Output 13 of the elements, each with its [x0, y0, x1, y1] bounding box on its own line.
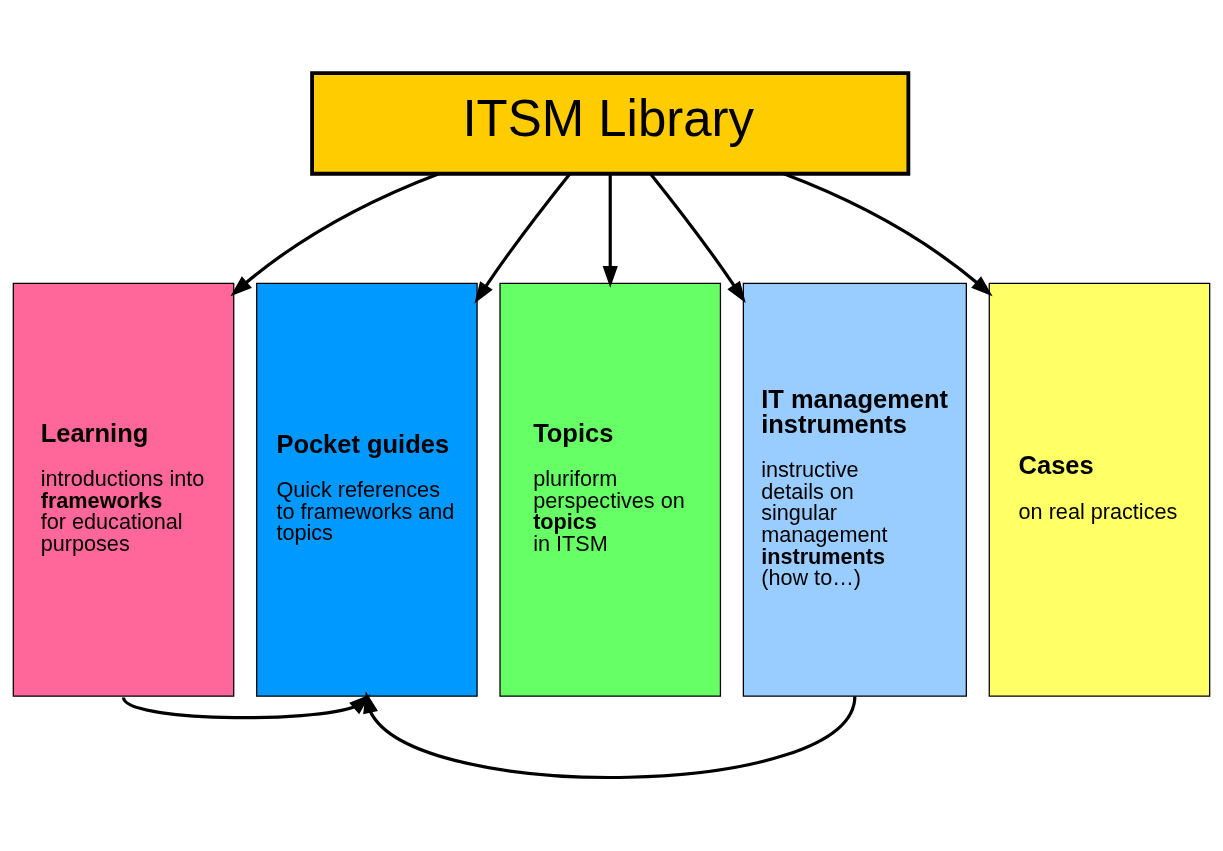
arrow	[783, 172, 993, 297]
node-box: Cases on real practices	[988, 282, 1211, 697]
node-box: Pocket guides Quick references to frameworks and topics	[256, 282, 478, 697]
arrow	[474, 172, 571, 304]
arrow	[122, 694, 371, 720]
arrow	[649, 172, 746, 304]
arrow	[363, 691, 857, 779]
node-box: ITSM Library	[310, 71, 911, 176]
arrow	[602, 173, 618, 288]
node-box: Learning introductions into frameworks for educational purposes	[12, 282, 235, 697]
node-box: IT management instruments instructive details on singular management instruments (how to…)	[742, 282, 967, 697]
node-box: Topics pluriform perspectives on topics in ITSM	[499, 282, 722, 697]
arrow	[230, 172, 439, 297]
